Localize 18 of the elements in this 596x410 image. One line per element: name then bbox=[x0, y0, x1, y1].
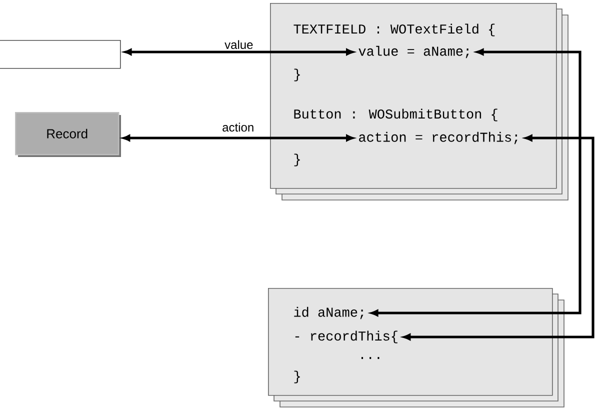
code-line: } bbox=[294, 154, 300, 166]
code-line: TEXTFIELD : WOTextField { bbox=[294, 24, 495, 36]
code-line: value = aName; bbox=[358, 46, 469, 58]
code-line: - recordThis{ bbox=[295, 330, 398, 344]
arrow bbox=[403, 134, 594, 340]
record-button: Record bbox=[15, 112, 121, 157]
code-line: action = recordThis; bbox=[359, 132, 518, 144]
edge-label: action bbox=[221, 122, 256, 133]
code-line: Button : WOSubmitButton { bbox=[294, 108, 498, 122]
text-field bbox=[0, 40, 121, 69]
stacked-card bbox=[270, 3, 568, 200]
arrow bbox=[370, 48, 582, 316]
code-line: } bbox=[294, 68, 300, 82]
edge-label: value bbox=[224, 39, 254, 50]
stacked-card bbox=[268, 288, 564, 408]
code-line: } bbox=[294, 370, 300, 384]
code-line: ... bbox=[361, 357, 380, 359]
code-line: id aName; bbox=[294, 306, 364, 320]
